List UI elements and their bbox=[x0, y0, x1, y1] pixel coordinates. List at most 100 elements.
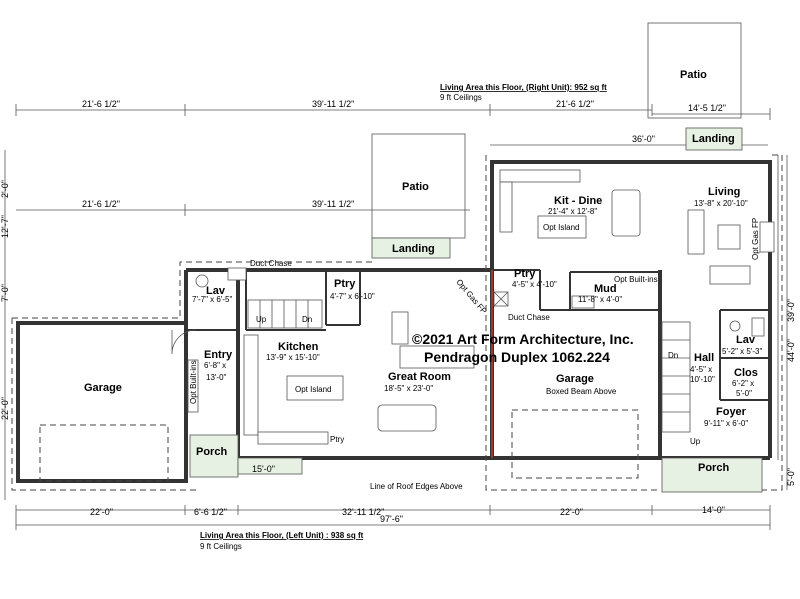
kitchen-counter bbox=[243, 334, 259, 436]
dim-right-2: 44'-0" bbox=[786, 339, 796, 362]
mud-steps bbox=[571, 295, 595, 309]
plan-name-watermark: Pendragon Duplex 1062.224 bbox=[424, 349, 610, 365]
roof-line-left bbox=[12, 261, 372, 319]
dn-right-note: Dn bbox=[668, 351, 678, 360]
left-unit-ceilings: 9 ft Ceilings bbox=[200, 542, 242, 551]
patio-right bbox=[647, 22, 742, 119]
landing-left bbox=[371, 237, 451, 259]
clos-size-2: 5'-0" bbox=[736, 389, 752, 398]
copyright-watermark: ©2021 Art Form Architecture, Inc. bbox=[412, 331, 634, 347]
garage-right-door bbox=[511, 409, 639, 479]
entry-size-1: 6'-8" x bbox=[204, 361, 226, 370]
garage-right-note: Boxed Beam Above bbox=[546, 387, 617, 396]
dim-porch-right: 14'-0" bbox=[702, 505, 725, 515]
dim-overall: 97'-6" bbox=[380, 514, 403, 524]
lav-right-toilet bbox=[729, 320, 741, 332]
roof-line-right bbox=[485, 155, 660, 491]
up-left-note: Up bbox=[256, 315, 267, 324]
patio-left-label: Patio bbox=[402, 181, 429, 193]
right-unit-area-title: Living Area this Floor, (Right Unit): 95… bbox=[440, 83, 607, 92]
lav-left-size: 7'-7" x 6'-5" bbox=[192, 295, 232, 304]
sofa-left bbox=[391, 311, 409, 345]
lav-right-name: Lav bbox=[736, 334, 756, 346]
opt-builtins-entry-box bbox=[187, 359, 199, 413]
ptry-small-note: Ptry bbox=[330, 435, 344, 444]
ptry-left-size: 4'-7" x 6'-10" bbox=[330, 292, 375, 301]
mud-size: 11'-8" x 4'-0" bbox=[578, 295, 622, 304]
ptry-right-name: Ptry bbox=[514, 268, 536, 280]
dim-top-1: 21'-6 1/2" bbox=[82, 99, 120, 109]
coffee-table-right bbox=[717, 224, 741, 250]
kitchen-counter-bottom bbox=[257, 431, 329, 445]
landing-right-label: Landing bbox=[692, 133, 735, 145]
dim-bottom-3: 32'-11 1/2" bbox=[342, 507, 384, 517]
dim-top-4: 14'-5 1/2" bbox=[688, 103, 726, 113]
opt-builtins-mud-note: Opt Built-ins bbox=[614, 275, 658, 284]
up-right-note: Up bbox=[690, 437, 701, 446]
kitchen-size: 13'-9" x 15'-10" bbox=[266, 353, 320, 362]
duct-chase-right-note: Duct Chase bbox=[508, 313, 550, 322]
kit-dine-size: 21'-4" x 12'-8" bbox=[548, 207, 597, 216]
opt-island-left-note: Opt Island bbox=[295, 385, 331, 394]
garage-left-door bbox=[39, 424, 169, 482]
porch-left bbox=[189, 434, 239, 478]
dim-left-1: 2'-0" bbox=[0, 180, 10, 198]
porch-left-deck bbox=[237, 457, 303, 475]
dim-porch-left: 15'-0" bbox=[252, 464, 275, 474]
lav-right-size: 5'-2" x 5'-3" bbox=[722, 347, 762, 356]
great-room-size: 18'-5" x 23'-0" bbox=[384, 384, 433, 393]
roof-edges-note: Line of Roof Edges Above bbox=[370, 482, 463, 491]
dining-table-left bbox=[377, 404, 437, 432]
dim-left-4: 22'-0" bbox=[0, 397, 10, 420]
ptry-left-name: Ptry bbox=[334, 278, 356, 290]
great-room-name: Great Room bbox=[388, 371, 451, 383]
dim-bottom-4: 22'-0" bbox=[560, 507, 583, 517]
entry-size-2: 13'-0" bbox=[206, 373, 227, 382]
opt-gas-fp-right-note: Opt Gas FP bbox=[751, 218, 760, 260]
dining-table-right bbox=[611, 189, 641, 237]
stairs-left bbox=[247, 299, 323, 329]
dimension-lines bbox=[4, 104, 788, 530]
hall-name: Hall bbox=[694, 352, 714, 364]
landing-right bbox=[685, 127, 743, 151]
dn-left-note: Dn bbox=[302, 315, 312, 324]
garage-right-name: Garage bbox=[556, 373, 594, 385]
porch-left-label: Porch bbox=[196, 446, 227, 458]
duct-chase-top-note: Duct Chase bbox=[250, 259, 292, 268]
foyer-size: 9'-11" x 6'-0" bbox=[704, 419, 748, 428]
dim-left-2: 12'-7" bbox=[0, 215, 10, 238]
dim-right-1: 39'-0" bbox=[786, 299, 796, 322]
opt-gas-fp-left-note: Opt Gas FP bbox=[454, 278, 488, 316]
garage-left-label: Garage bbox=[84, 382, 122, 394]
sofa-right bbox=[687, 209, 705, 255]
dim-top-2: 39'-11 1/2" bbox=[312, 99, 354, 109]
lav-left-toilet bbox=[195, 274, 209, 288]
foyer-name: Foyer bbox=[716, 406, 747, 418]
opt-island-left bbox=[286, 375, 344, 401]
living-size: 13'-8" x 20'-10" bbox=[694, 199, 748, 208]
porch-right bbox=[661, 457, 763, 493]
duct-chase-box-left bbox=[227, 267, 247, 281]
dim-top-3: 21'-6 1/2" bbox=[556, 99, 594, 109]
clos-name: Clos bbox=[734, 367, 758, 379]
lav-left-name: Lav bbox=[206, 285, 226, 297]
right-unit-ceilings: 9 ft Ceilings bbox=[440, 93, 482, 102]
dim-bottom-1: 22'-0" bbox=[90, 507, 113, 517]
kitchen-counter-right-side bbox=[499, 181, 513, 233]
dim-mid-1: 21'-6 1/2" bbox=[82, 199, 120, 209]
lav-right-sink bbox=[751, 317, 765, 337]
kitchen-name: Kitchen bbox=[278, 341, 319, 353]
fireplace-right bbox=[759, 221, 775, 253]
opt-builtins-entry-note: Opt Built-ins bbox=[189, 360, 198, 404]
opt-island-right-note: Opt Island bbox=[543, 223, 579, 232]
entry-name: Entry bbox=[204, 349, 233, 361]
stove-left bbox=[399, 345, 475, 369]
entry-door-swing bbox=[171, 329, 197, 355]
mud-name: Mud bbox=[594, 283, 617, 295]
dim-top-row2: 36'-0" bbox=[632, 134, 655, 144]
dim-right-3: 5'-0" bbox=[786, 468, 796, 486]
dim-left-3: 7'-0" bbox=[0, 284, 10, 302]
porch-right-label: Porch bbox=[698, 462, 729, 474]
ptry-right-size: 4'-5" x 4'-10" bbox=[512, 280, 557, 289]
